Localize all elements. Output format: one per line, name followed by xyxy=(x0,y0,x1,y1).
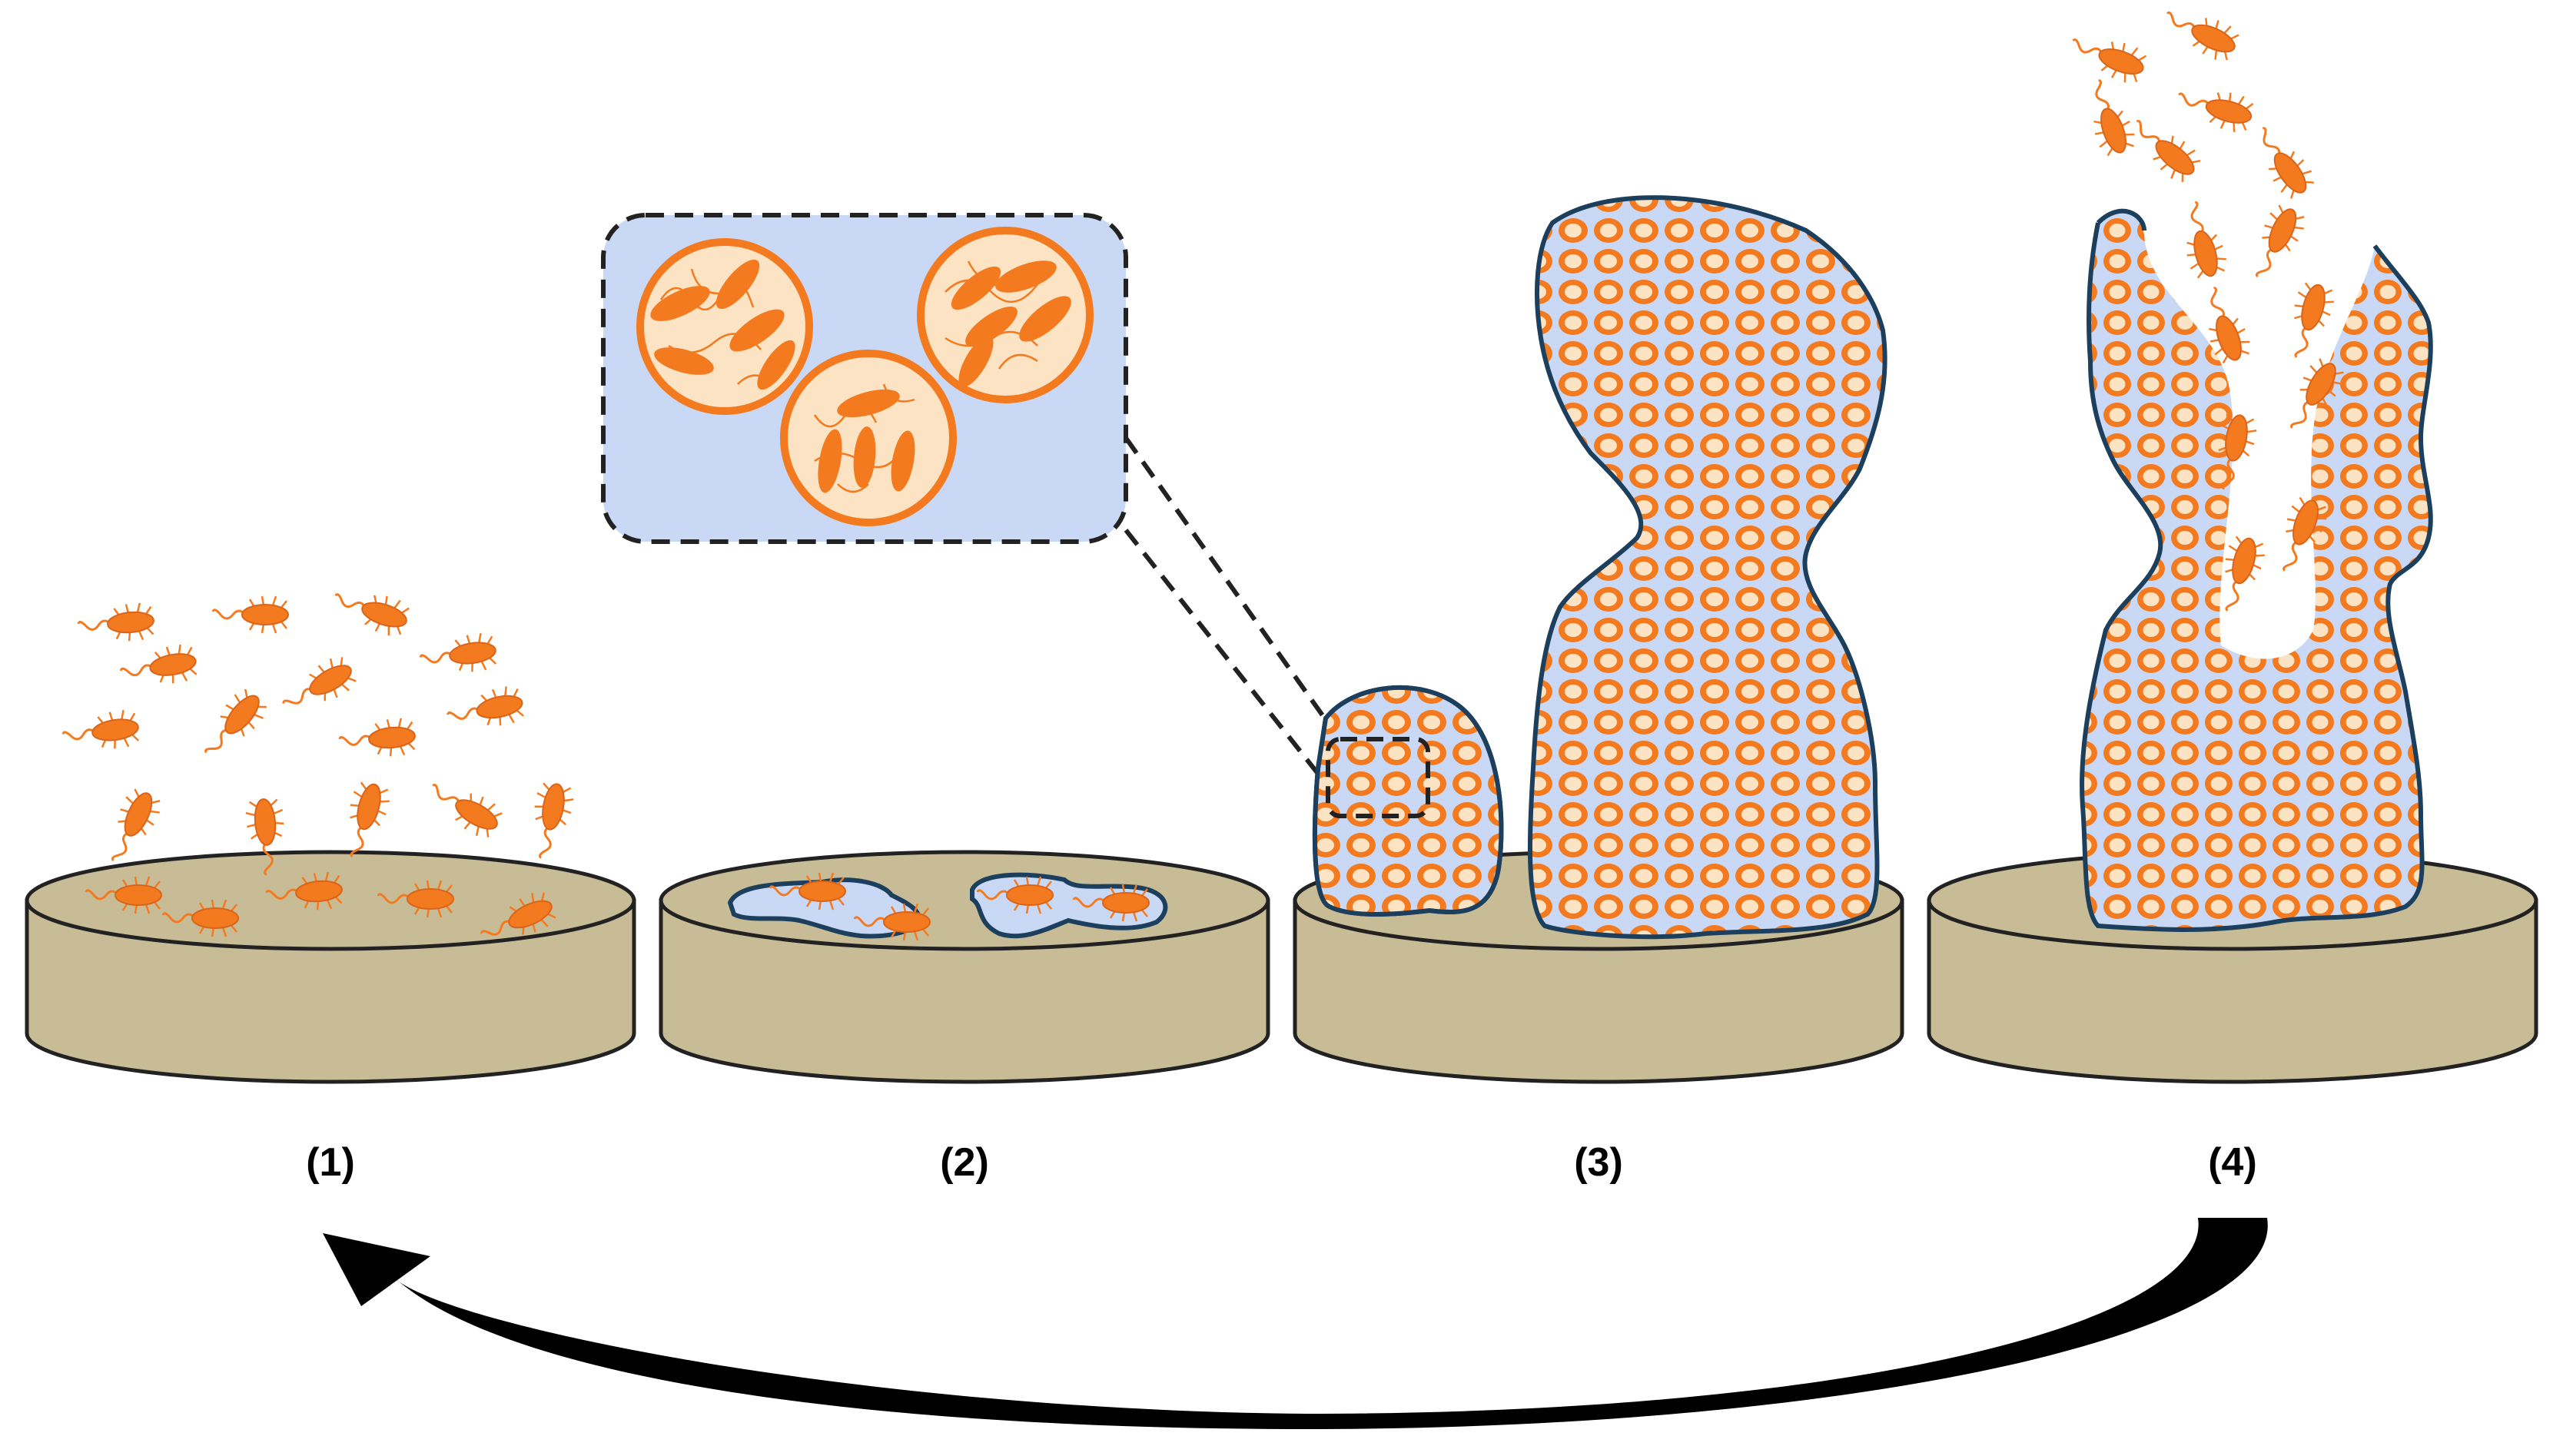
stage-label-2: (2) xyxy=(940,1140,989,1185)
stage-label-1: (1) xyxy=(306,1140,355,1185)
bacterium-icon xyxy=(2156,0,2243,66)
zoom-inset xyxy=(601,213,1343,804)
bacterium-icon xyxy=(525,779,577,863)
bacterium-icon xyxy=(420,771,507,844)
stage-label-4: (4) xyxy=(2208,1140,2257,1185)
bacterium-icon xyxy=(59,707,142,757)
bacterium-icon xyxy=(117,641,201,693)
stage-4-dispersal xyxy=(2064,0,2433,932)
bacterium-icon xyxy=(98,784,166,871)
bacterium-icon xyxy=(211,595,290,635)
stage-3-mature-biofilm xyxy=(1312,195,1887,940)
curved-arrow-icon xyxy=(323,1218,2268,1429)
stage-label-3: (3) xyxy=(1574,1140,1623,1185)
bacterium-icon xyxy=(337,715,418,762)
bacterium-icon xyxy=(443,682,527,738)
bacterium-icon xyxy=(336,778,394,864)
bacterium-icon xyxy=(417,630,500,680)
inset-cell xyxy=(917,227,1094,403)
bacterium-icon xyxy=(327,579,413,641)
stage-2-microcolonies xyxy=(727,871,1168,942)
bacterium-icon xyxy=(2121,108,2206,188)
bacterium-icon xyxy=(193,684,273,768)
surface-disc-1 xyxy=(25,850,636,1084)
bacterium-icon xyxy=(2172,78,2257,137)
bacterium-icon xyxy=(274,651,361,724)
inset-cell xyxy=(780,350,957,526)
inset-cell xyxy=(636,238,813,415)
bacterium-icon xyxy=(2077,74,2140,160)
zoom-marker xyxy=(1326,737,1430,818)
bacterium-icon xyxy=(2064,25,2150,88)
bacterium-icon xyxy=(2243,118,2320,204)
bacterium-icon xyxy=(75,600,157,647)
